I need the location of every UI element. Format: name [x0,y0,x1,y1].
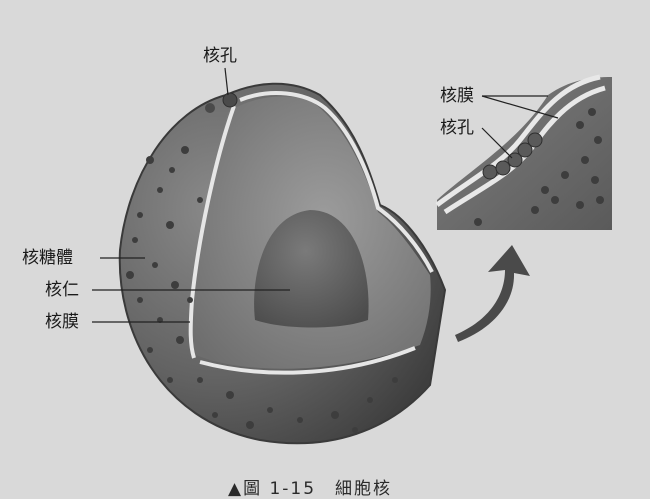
ribosome-dot [147,347,153,353]
nuclear-envelope-top [239,91,434,273]
ribosome-dot [137,212,143,218]
ribosome-dot [197,197,203,203]
inset-label-nuclear-pore: 核孔 [440,118,474,138]
inset-ribosome-dot [581,156,589,164]
inset-ribosome-dot [474,218,482,226]
leader-line-pore [224,67,229,96]
inset-membrane-outer [435,74,601,207]
ribosome-dot [137,297,143,303]
figure-stage: 核孔 核糖體 核仁 核膜 核膜 核孔 ▲圖 1-15 細胞核 [22,46,612,499]
ribosome-dots [126,146,398,433]
ribosome-dot [166,221,174,229]
ribosome-dot [126,271,134,279]
ribosome-dot [146,156,154,164]
ribosome-dot [297,417,303,423]
inset-leader-pore [481,127,513,159]
inset-ribosome-dot [588,108,596,116]
inset-ribosome-dot [561,171,569,179]
inset-ribosome-dot [541,186,549,194]
ribosome-dot [367,397,373,403]
nuclear-envelope-line [188,105,236,359]
inset-ribosome-dot [576,201,584,209]
label-nuclear-envelope: 核膜 [45,312,79,332]
inset-ribosome-dot [531,206,539,214]
label-nucleolus: 核仁 [45,280,79,300]
ribosome-dot [246,421,254,429]
ribosome-dot [267,407,273,413]
inset-detail [435,74,612,230]
ribosome-dot [167,377,173,383]
ribosome-dot [197,377,203,383]
ribosome-dot [152,262,158,268]
ribosome-dot [181,146,189,154]
ribosome-dot [171,281,179,289]
ribosome-dot [392,377,398,383]
ribosome-dot [331,411,339,419]
cell-nucleus-illustration [92,67,612,445]
ribosome-dot [352,427,358,433]
nuclear-pore [205,103,215,113]
inset-label-nuclear-envelope: 核膜 [440,86,474,106]
inset-pore [482,132,543,180]
inset-ribosome-dot [576,121,584,129]
label-nuclear-pore: 核孔 [203,46,237,66]
nuclear-envelope-bottom [199,346,416,375]
inset-ribosome-dot [594,136,602,144]
ribosome-dot [157,187,163,193]
inset-ribosome-dot [591,176,599,184]
ribosome-dot [212,412,218,418]
label-ribosome: 核糖體 [22,248,73,268]
ribosome-dot [169,167,175,173]
inset-leader-envelope-2 [481,95,559,119]
arrow-to-inset [455,245,530,342]
inset-ribosome-dot [551,196,559,204]
ribosome-dot [176,336,184,344]
nucleolus [254,210,369,328]
inset-ribosome-dots [474,108,604,226]
inset-ribosome-dot [596,196,604,204]
nuclear-pore-main [222,92,238,108]
figure-caption: ▲圖 1-15 細胞核 [228,479,393,499]
ribosome-dot [187,297,193,303]
ribosome-dot [226,391,234,399]
ribosome-dot [132,237,138,243]
